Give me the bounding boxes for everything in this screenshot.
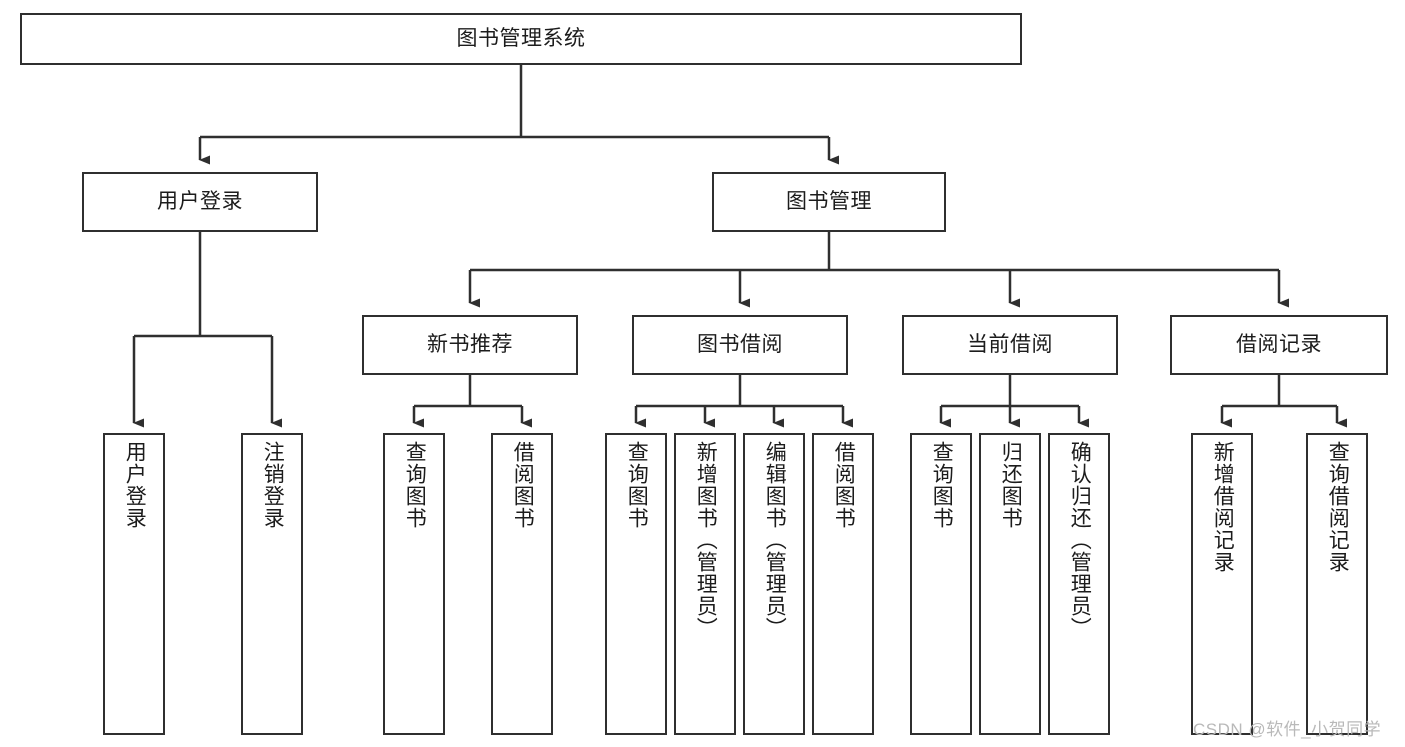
node-label: 图书管理系统 <box>456 27 586 51</box>
node-label: 查询图书 <box>930 441 954 529</box>
node-label: 新增借阅记录 <box>1211 441 1235 573</box>
node-borrow-record[interactable]: 借阅记录 <box>1170 315 1388 375</box>
leaf-book-borrow-query[interactable]: 查询图书 <box>605 433 667 735</box>
leaf-book-borrow-edit[interactable]: 编辑图书（管理员） <box>743 433 805 735</box>
node-label: 新书推荐 <box>427 333 513 357</box>
node-label: 借阅记录 <box>1236 333 1322 357</box>
node-current-borrow[interactable]: 当前借阅 <box>902 315 1118 375</box>
leaf-new-book-query[interactable]: 查询图书 <box>383 433 445 735</box>
leaf-current-borrow-confirm-return[interactable]: 确认归还（管理员） <box>1048 433 1110 735</box>
node-label: 查询借阅记录 <box>1326 441 1350 573</box>
leaf-user-login-signout[interactable]: 注销登录 <box>241 433 303 735</box>
node-label: 新增图书（管理员） <box>694 441 718 639</box>
leaf-new-book-borrow[interactable]: 借阅图书 <box>491 433 553 735</box>
node-label: 用户登录 <box>157 190 243 214</box>
node-label: 借阅图书 <box>832 441 856 529</box>
node-user-login[interactable]: 用户登录 <box>82 172 318 232</box>
node-book-management[interactable]: 图书管理 <box>712 172 946 232</box>
node-label: 确认归还（管理员） <box>1068 441 1092 639</box>
node-label: 查询图书 <box>625 441 649 529</box>
node-label: 归还图书 <box>999 441 1023 529</box>
node-label: 查询图书 <box>403 441 427 529</box>
node-label: 编辑图书（管理员） <box>763 441 787 639</box>
leaf-book-borrow-add[interactable]: 新增图书（管理员） <box>674 433 736 735</box>
leaf-current-borrow-return[interactable]: 归还图书 <box>979 433 1041 735</box>
node-book-borrow[interactable]: 图书借阅 <box>632 315 848 375</box>
node-label: 注销登录 <box>261 441 285 529</box>
node-label: 当前借阅 <box>967 333 1053 357</box>
leaf-borrow-record-query[interactable]: 查询借阅记录 <box>1306 433 1368 735</box>
node-root-system[interactable]: 图书管理系统 <box>20 13 1022 65</box>
node-label: 图书借阅 <box>697 333 783 357</box>
leaf-book-borrow-lend[interactable]: 借阅图书 <box>812 433 874 735</box>
leaf-user-login-signin[interactable]: 用户登录 <box>103 433 165 735</box>
leaf-borrow-record-add[interactable]: 新增借阅记录 <box>1191 433 1253 735</box>
node-new-book-recommend[interactable]: 新书推荐 <box>362 315 578 375</box>
leaf-current-borrow-query[interactable]: 查询图书 <box>910 433 972 735</box>
node-label: 借阅图书 <box>511 441 535 529</box>
node-label: 图书管理 <box>786 190 872 214</box>
node-label: 用户登录 <box>123 441 147 529</box>
